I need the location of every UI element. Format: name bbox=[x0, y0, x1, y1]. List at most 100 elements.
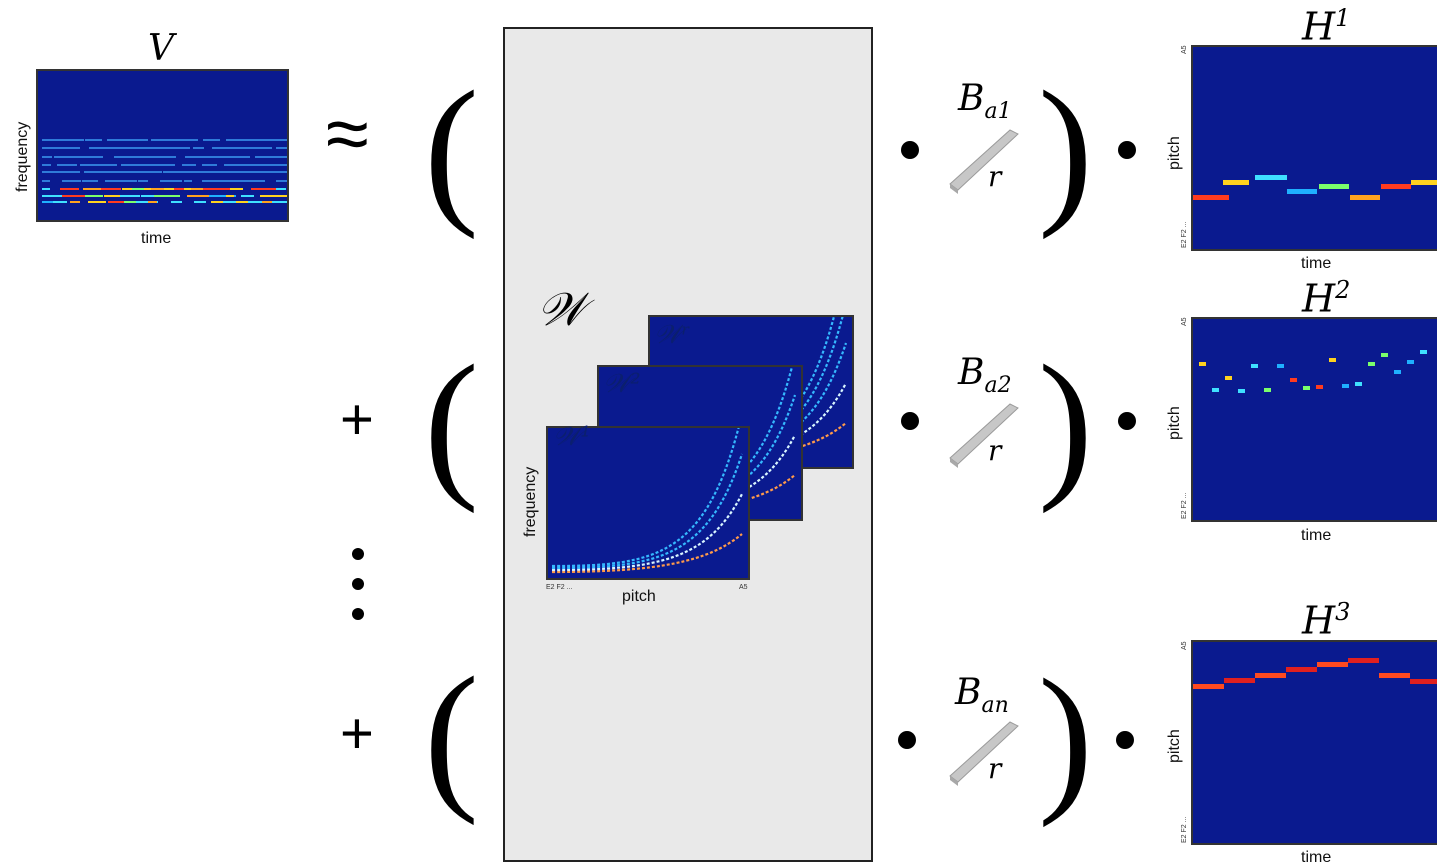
h2-symbol: H2 bbox=[1302, 276, 1350, 321]
activation-note bbox=[1303, 386, 1310, 390]
activation-note bbox=[1420, 350, 1427, 354]
v-note bbox=[120, 195, 140, 197]
v-note bbox=[226, 195, 234, 197]
v-note bbox=[276, 188, 286, 190]
b-base-row2: B bbox=[958, 352, 985, 393]
v-note bbox=[216, 188, 236, 190]
w-xlabel: pitch bbox=[622, 588, 656, 605]
w-layer-r-label: 𝒲ʳ bbox=[654, 320, 691, 350]
v-note bbox=[112, 147, 127, 149]
v-note bbox=[124, 201, 138, 203]
v-note bbox=[262, 201, 272, 203]
h2-activation bbox=[1191, 317, 1437, 522]
h3-xlabel: time bbox=[1301, 849, 1332, 866]
v-note bbox=[42, 156, 52, 158]
activation-note bbox=[1287, 189, 1317, 194]
rank-bar-row2 bbox=[949, 403, 1019, 468]
activation-note bbox=[1379, 673, 1410, 678]
v-note bbox=[85, 139, 102, 141]
v-note bbox=[163, 171, 187, 173]
close-paren-row1: ) bbox=[1038, 57, 1093, 240]
w-tick-left: E2 F2 ... bbox=[546, 584, 573, 591]
v-symbol: V bbox=[148, 28, 174, 69]
activation-note bbox=[1316, 385, 1323, 389]
dot-row2-left bbox=[901, 412, 919, 430]
v-note bbox=[208, 156, 224, 158]
activation-note bbox=[1411, 180, 1437, 185]
v-note bbox=[280, 139, 287, 141]
w-layer-1-image bbox=[551, 428, 744, 574]
v-note bbox=[239, 180, 260, 182]
v-note bbox=[101, 188, 121, 190]
v-note bbox=[62, 180, 81, 182]
activation-note bbox=[1255, 673, 1286, 678]
v-note bbox=[160, 180, 170, 182]
v-note bbox=[89, 147, 112, 149]
v-note bbox=[42, 164, 51, 166]
v-note bbox=[42, 195, 65, 197]
v-note bbox=[195, 171, 228, 173]
activation-note bbox=[1238, 389, 1245, 393]
rank-label-row2: r bbox=[988, 434, 1002, 467]
v-note bbox=[184, 171, 203, 173]
v-note bbox=[42, 201, 62, 203]
v-note bbox=[42, 147, 70, 149]
v-note bbox=[82, 180, 98, 182]
b-sub-row3: an bbox=[981, 693, 1009, 719]
v-note bbox=[217, 180, 239, 182]
v-note bbox=[261, 188, 285, 190]
v-note bbox=[236, 201, 258, 203]
v-note bbox=[148, 164, 156, 166]
h1-xlabel: time bbox=[1301, 255, 1332, 272]
v-note bbox=[212, 147, 245, 149]
v-note bbox=[94, 156, 103, 158]
v-note bbox=[230, 147, 246, 149]
h2-xlabel: time bbox=[1301, 527, 1332, 544]
activation-note bbox=[1355, 382, 1362, 386]
activation-note bbox=[1319, 184, 1349, 189]
rank-label-row1: r bbox=[988, 160, 1002, 193]
v-note bbox=[136, 201, 158, 203]
activation-note bbox=[1410, 679, 1437, 684]
v-note bbox=[184, 180, 192, 182]
v-note bbox=[278, 156, 287, 158]
h2-ylabel: pitch bbox=[1166, 406, 1183, 440]
b-base-row1: B bbox=[958, 78, 985, 119]
v-note bbox=[70, 201, 80, 203]
v-note bbox=[189, 139, 198, 141]
w-layer-1 bbox=[546, 426, 750, 580]
activation-note bbox=[1350, 195, 1380, 200]
v-note bbox=[244, 147, 266, 149]
v-note bbox=[62, 195, 86, 197]
v-note bbox=[171, 201, 182, 203]
v-note bbox=[224, 164, 247, 166]
activation-note bbox=[1193, 684, 1224, 689]
v-note bbox=[193, 147, 204, 149]
v-note bbox=[42, 188, 50, 190]
activation-note bbox=[1368, 362, 1375, 366]
v-note bbox=[148, 201, 157, 203]
v-note bbox=[230, 188, 243, 190]
v-note bbox=[260, 195, 287, 197]
b-symbol-row2: Ba2 bbox=[958, 352, 1012, 398]
v-note bbox=[131, 164, 163, 166]
v-note bbox=[142, 156, 160, 158]
h3-tick-top: A5 bbox=[1181, 641, 1188, 650]
harmonic-curve bbox=[551, 533, 743, 574]
h1-symbol: H1 bbox=[1302, 4, 1350, 49]
h3-tick-bottom: E2 F2 ... bbox=[1181, 816, 1188, 843]
v-note bbox=[59, 139, 82, 141]
activation-note bbox=[1286, 667, 1317, 672]
dot-row3-left bbox=[898, 731, 916, 749]
open-paren-row1: ( bbox=[424, 57, 479, 240]
v-note bbox=[276, 180, 287, 182]
v-note bbox=[138, 147, 169, 149]
dot-row2-right bbox=[1118, 412, 1136, 430]
activation-note bbox=[1251, 364, 1258, 368]
rank-bar-row3 bbox=[949, 721, 1019, 786]
v-note bbox=[221, 156, 248, 158]
activation-note bbox=[1199, 362, 1206, 366]
rank-label-row3: r bbox=[988, 752, 1002, 785]
v-note bbox=[212, 171, 236, 173]
v-note bbox=[187, 195, 220, 197]
